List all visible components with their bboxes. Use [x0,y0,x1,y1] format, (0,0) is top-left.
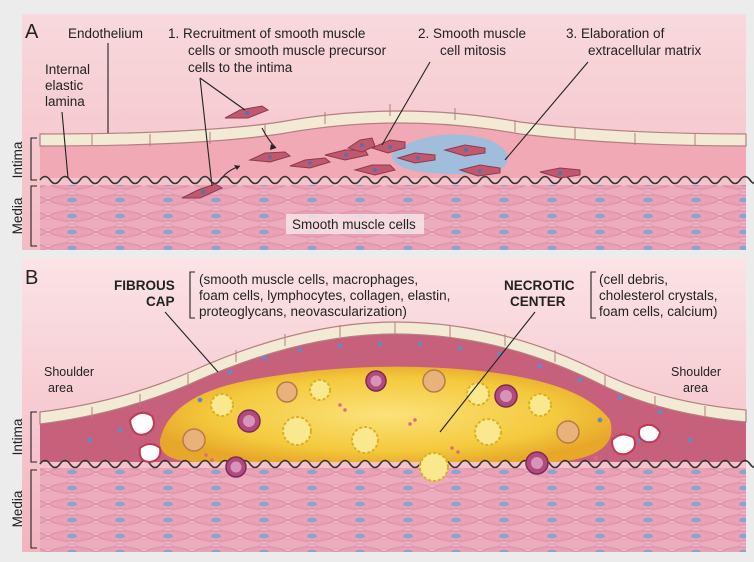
panel-b: Intima Media B FIBROUS CAP (smooth muscl… [10,258,754,552]
internal-lamina-label-3: lamina [45,94,85,109]
endothelium-label: Endothelium [68,26,143,41]
step1-line3: cells to the intima [188,60,293,75]
necrotic-center-label-2: CENTER [510,294,566,309]
step2-line2: cell mitosis [440,43,506,58]
internal-lamina-label-2: elastic [45,78,84,93]
fibrous-cap-detail-2: foam cells, lymphocytes, collagen, elast… [199,288,450,303]
step3-line2: extracellular matrix [588,43,702,58]
shoulder-left-label-2: area [48,381,73,395]
shoulder-right-label-1: Shoulder [671,365,721,379]
endothelium-a [39,104,747,147]
fibrous-cap-label-1: FIBROUS [114,278,175,293]
intima-label-b: Intima [10,418,25,455]
macrophage-icon [225,370,549,478]
step1-line2: cells or smooth muscle precursor [188,43,387,58]
panel-b-letter: B [25,267,38,289]
necrotic-detail-1: (cell debris, [599,272,668,287]
necrotic-center-label-1: NECROTIC [504,278,575,293]
step1-line1: 1. Recruitment of smooth muscle [168,26,365,41]
panel-a: Intima Media A Endothelium Internal elas… [10,14,754,250]
fibrous-cap-label-2: CAP [146,294,175,309]
shoulder-left-label-1: Shoulder [44,365,94,379]
step3-line1: 3. Elaboration of [566,26,665,41]
necrotic-detail-2: cholesterol crystals, [599,288,718,303]
necrotic-detail-3: foam cells, calcium) [599,304,718,319]
media-label-a: Media [10,197,25,234]
extracellular-matrix [392,134,508,174]
fibrous-cap-detail-1: (smooth muscle cells, macrophages, [199,272,418,287]
media-label-b: Media [10,490,25,527]
internal-lamina-label-1: Internal [45,62,90,77]
panel-a-letter: A [25,21,39,43]
smooth-muscle-cells-label: Smooth muscle cells [292,217,416,232]
intima-label-a: Intima [10,141,25,178]
endothelium-b [39,321,747,425]
step2-line1: 2. Smooth muscle [418,26,526,41]
foam-cell-icon [210,379,552,482]
internal-elastic-lamina-a [39,175,754,185]
cholesterol-crystal-icon [204,403,598,462]
shoulder-right-label-2: area [683,381,708,395]
calcium-deposit-icon [128,411,662,464]
fibrous-cap-detail-3: proteoglycans, neovascularization) [199,304,407,319]
